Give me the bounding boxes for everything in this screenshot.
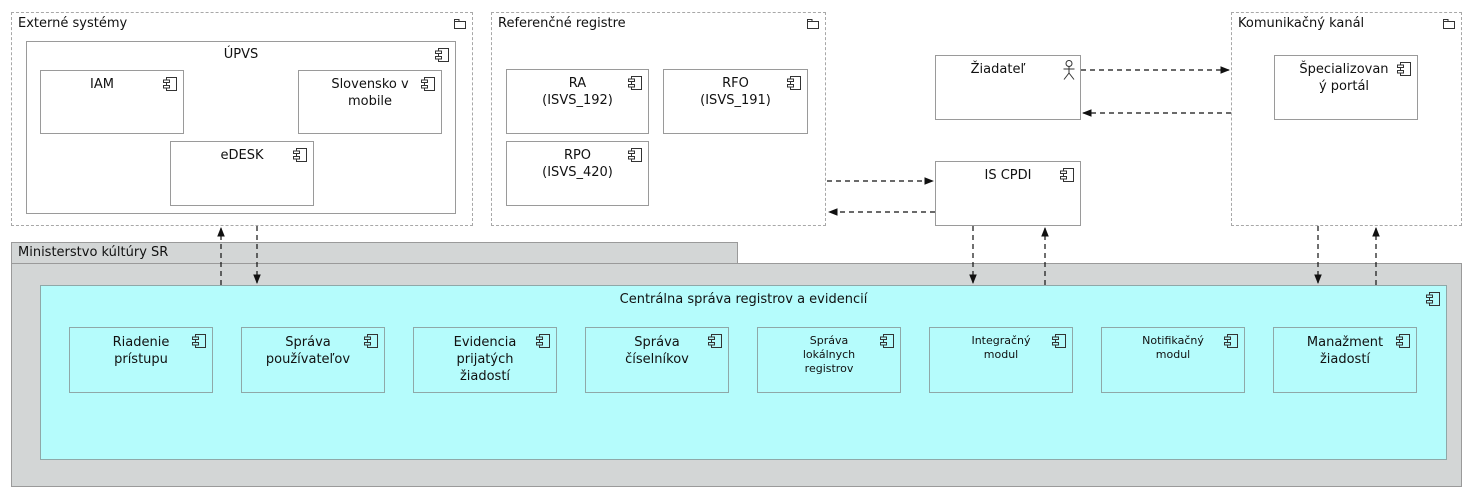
module-notification: Notifikačný modul (1101, 327, 1245, 393)
module-label: Správa lokálnych registrov (802, 334, 856, 375)
rpo-label: RPO (ISVS_420) (542, 148, 613, 180)
applicant-label: Žiadateľ (970, 62, 1026, 77)
upvs-title: ÚPVS (223, 47, 259, 62)
rpo-component: RPO (ISVS_420) (506, 141, 649, 206)
is-cpdi-component: IS CPDI (935, 161, 1081, 226)
central-management-title: Centrálna správa registrov a evidencií (619, 292, 868, 307)
reference-registers-title: Referenčné registre (498, 16, 626, 31)
iam-component: IAM (40, 70, 184, 134)
component-icon (163, 77, 177, 91)
component-icon (536, 334, 550, 348)
ra-component: RA (ISVS_192) (506, 69, 649, 134)
component-icon (1397, 62, 1411, 76)
ministry-title: Ministerstvo kúltúry SR (18, 245, 169, 260)
slovensko-v-mobile-component: Slovensko v mobile (298, 70, 442, 134)
component-icon (1396, 334, 1410, 348)
package-icon (454, 19, 466, 29)
module-local-registers: Správa lokálnych registrov (757, 327, 901, 393)
component-icon (1426, 292, 1440, 306)
module-codelists: Správa číselníkov (585, 327, 729, 393)
component-icon (628, 148, 642, 162)
component-icon (1052, 334, 1066, 348)
applicant-box: Žiadateľ (935, 55, 1081, 120)
component-icon (421, 77, 435, 91)
module-label: Manažment žiadostí (1306, 335, 1384, 367)
module-integration: Integračný modul (929, 327, 1073, 393)
edesk-component: eDESK (170, 141, 314, 206)
rfo-component: RFO (ISVS_191) (663, 69, 808, 134)
component-icon (293, 148, 307, 162)
specialized-portal-component: Špecializovan ý portál (1274, 55, 1418, 120)
ra-label: RA (ISVS_192) (542, 76, 613, 108)
module-access-control: Riadenie prístupu (69, 327, 213, 393)
external-systems-title: Externé systémy (18, 16, 128, 31)
module-label: Správa číselníkov (625, 335, 689, 367)
edesk-label: eDESK (220, 148, 264, 163)
communication-channel-title: Komunikačný kanál (1238, 16, 1365, 31)
component-icon (1060, 168, 1074, 182)
component-icon (435, 48, 449, 62)
module-label: Evidencia prijatých žiadostí (453, 335, 517, 384)
iam-label: IAM (90, 77, 114, 92)
ministry-tab: Ministerstvo kúltúry SR (11, 242, 738, 264)
module-request-management: Manažment žiadostí (1273, 327, 1417, 393)
component-icon (628, 76, 642, 90)
component-icon (708, 334, 722, 348)
component-icon (364, 334, 378, 348)
module-user-management: Správa používateľov (241, 327, 385, 393)
component-icon (192, 334, 206, 348)
module-label: Riadenie prístupu (112, 335, 170, 367)
module-label: Integračný modul (971, 334, 1031, 361)
actor-icon (1063, 60, 1075, 80)
rfo-label: RFO (ISVS_191) (700, 76, 771, 108)
component-icon (880, 334, 894, 348)
specialized-portal-label: Špecializovan ý portál (1299, 62, 1389, 94)
module-label: Správa používateľov (265, 335, 351, 367)
is-cpdi-label: IS CPDI (984, 168, 1032, 183)
package-icon (1443, 19, 1455, 29)
component-icon (1224, 334, 1238, 348)
package-icon (807, 19, 819, 29)
module-label: Notifikačný modul (1142, 334, 1204, 361)
module-received-requests: Evidencia prijatých žiadostí (413, 327, 557, 393)
slovensko-v-mobile-label: Slovensko v mobile (331, 77, 409, 109)
component-icon (787, 76, 801, 90)
